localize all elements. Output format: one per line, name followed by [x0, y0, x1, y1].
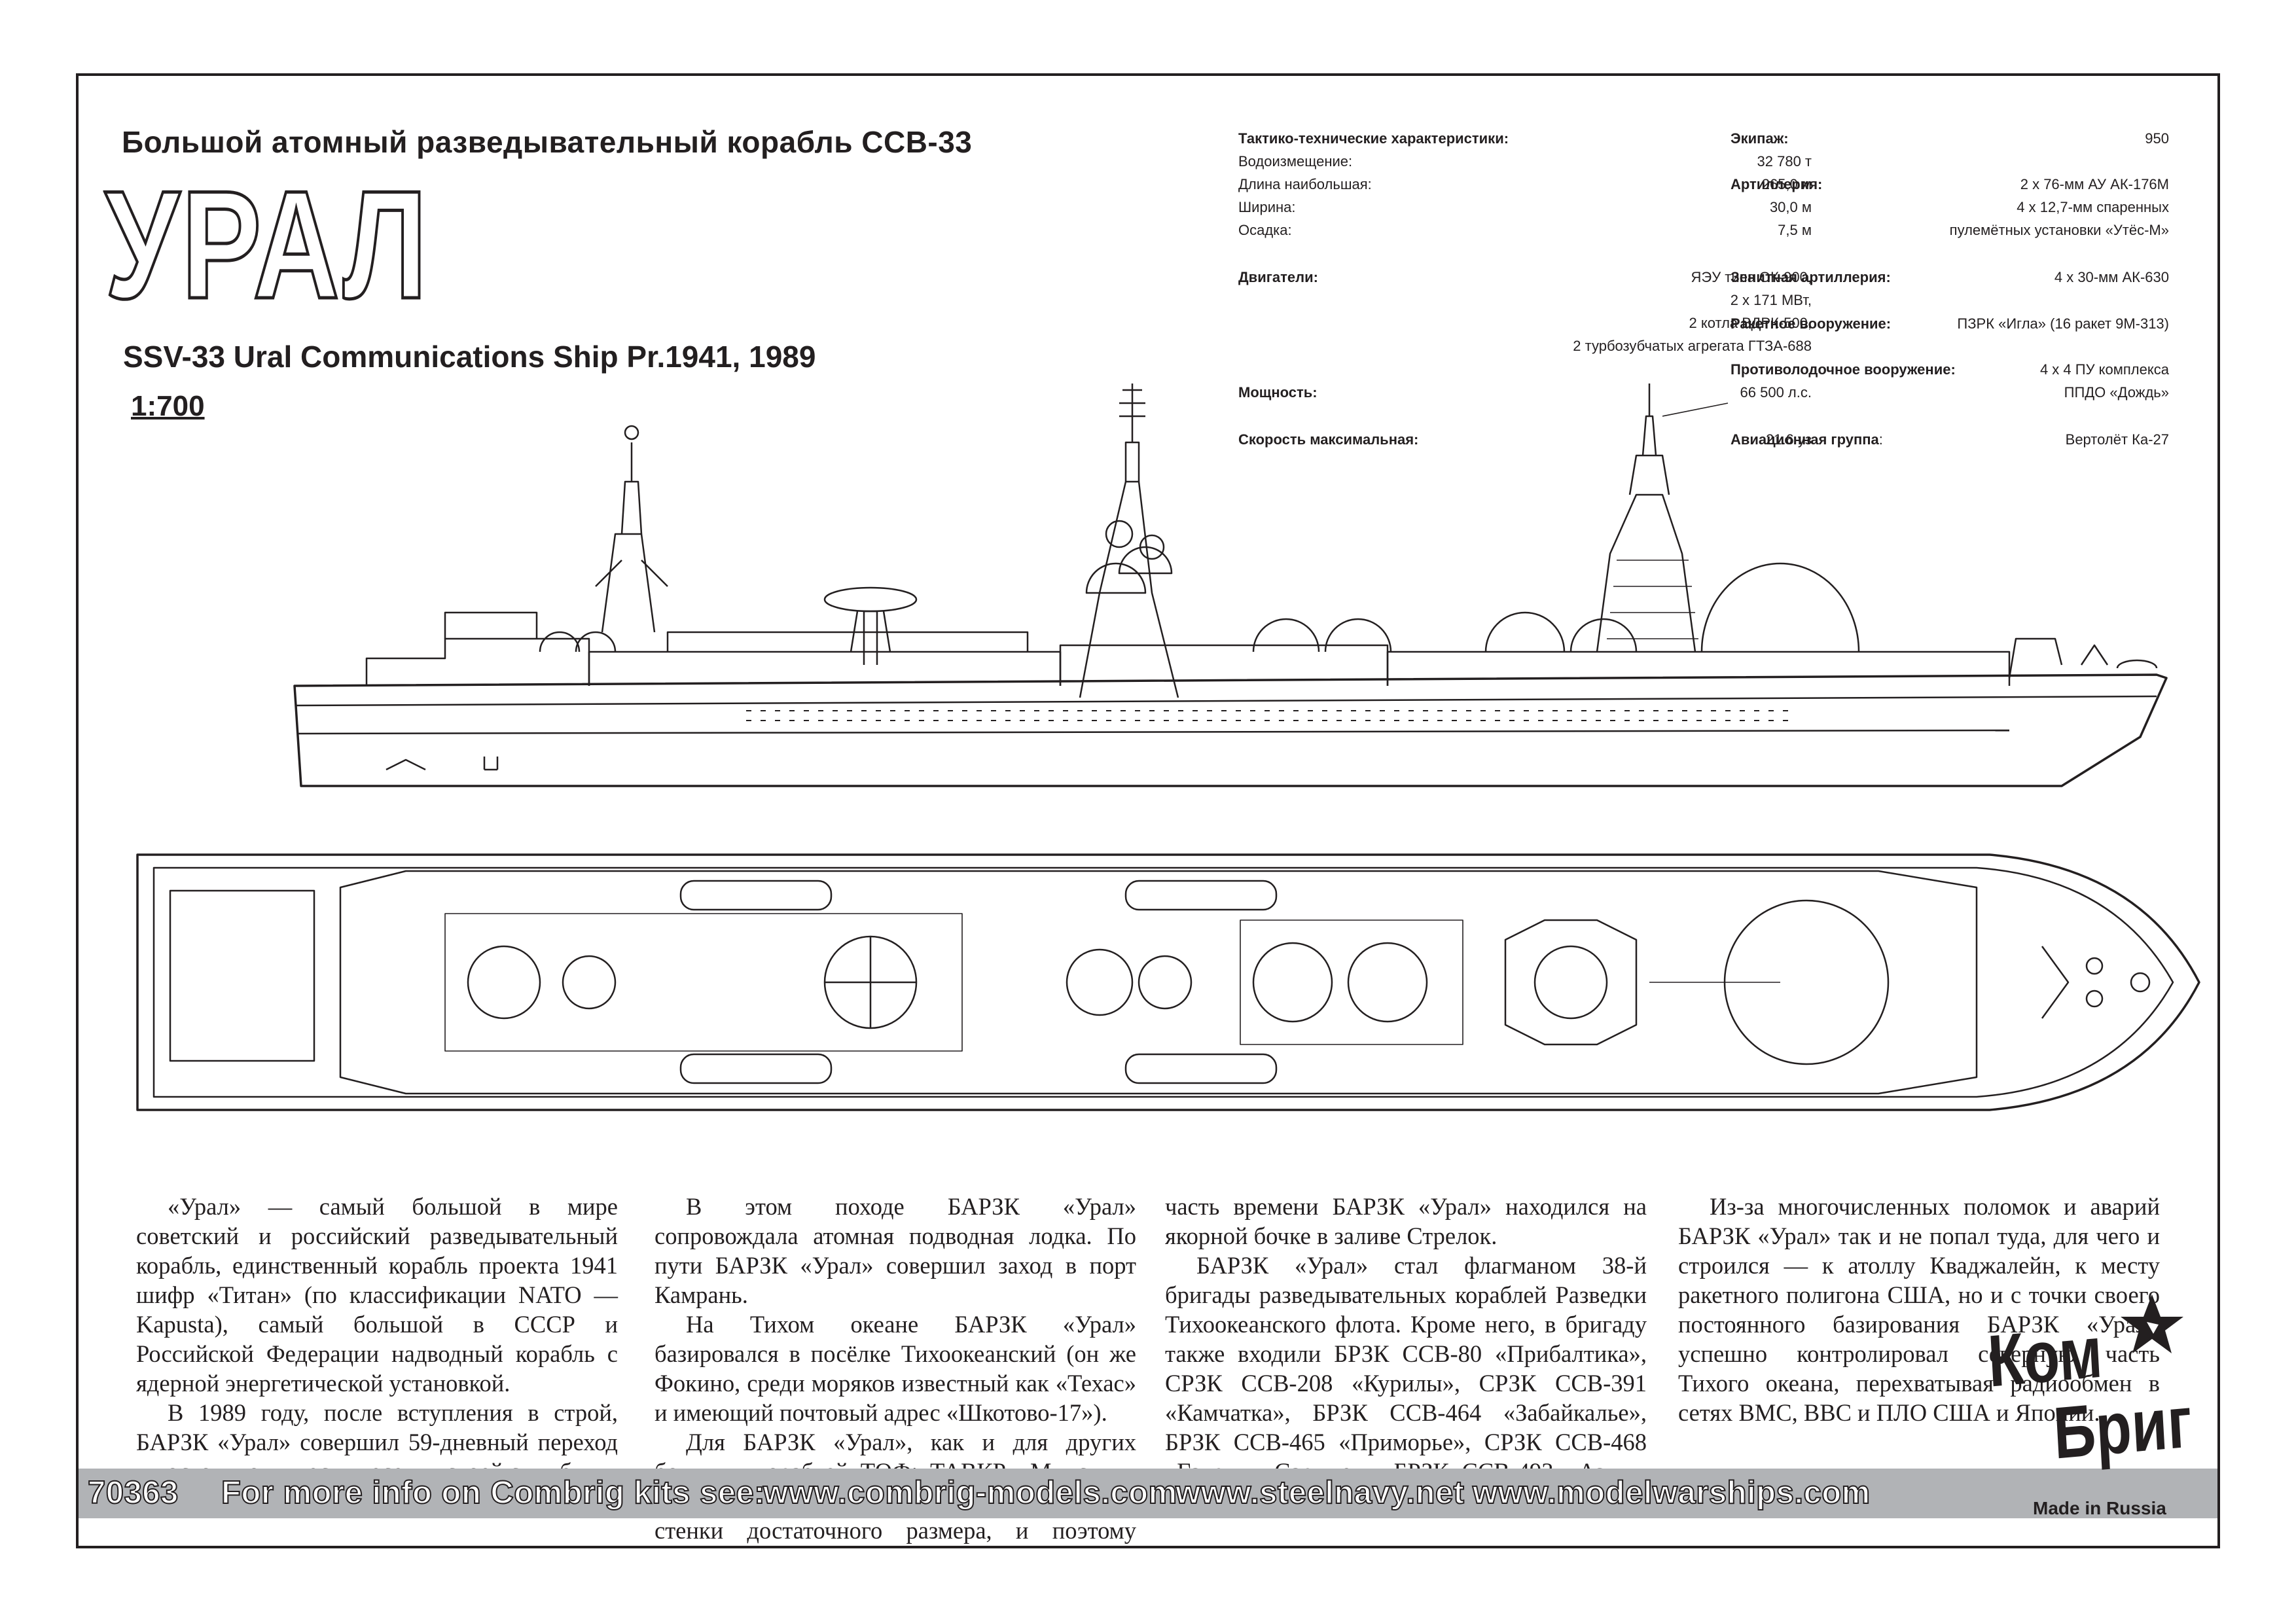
- spec-row-engines: Двигатели: ЯЭУ типа ОК-900, 2 х 171 МВт,…: [1238, 269, 1812, 354]
- spec-row-speed: Скорость максимальная: 21.6 уз: [1238, 431, 1812, 448]
- side-profile-view: [293, 383, 2168, 787]
- spec-row-beam: Ширина: 30,0 м: [1238, 199, 1812, 215]
- top-plan-view: [136, 853, 2200, 1111]
- subtitle-russian: Большой атомный разведывательный корабль…: [122, 125, 973, 159]
- combrig-logo: Ком Бриг: [1956, 1293, 2204, 1509]
- spec-row-displacement: Водоизмещение: 32 780 т: [1238, 153, 1812, 169]
- specs-heading: Тактико-технические характеристики:: [1238, 130, 1509, 147]
- made-in-russia: Made in Russia: [2033, 1498, 2166, 1518]
- spec-row-aviation: Авиационная группа: Вертолёт Ка-27: [1731, 431, 2169, 448]
- spec-row-power: Мощность: 66 500 л.с.: [1238, 384, 1812, 401]
- drawing-sheet: Большой атомный разведывательный корабль…: [76, 73, 2220, 1548]
- spec-row-artillery: Артиллерия: 2 х 76-мм АУ АК-176М 4 х 12,…: [1731, 176, 2169, 238]
- subtitle-english: SSV-33 Ural Communications Ship Pr.1941,…: [123, 340, 816, 374]
- logo-line-2: Бриг: [2051, 1380, 2195, 1474]
- website-link-modelwarships[interactable]: www.modelwarships.com: [1472, 1474, 1871, 1511]
- ship-name-title: УРАЛ: [103, 158, 429, 330]
- spec-row-draught: Осадка: 7,5 м: [1238, 222, 1812, 238]
- spec-row-missiles: Ракетное вооружение: ПЗРК «Игла» (16 рак…: [1731, 315, 2169, 332]
- spec-row-asw: Противолодочное вооружение: 4 х 4 ПУ ком…: [1731, 361, 2169, 401]
- website-link-steelnavy[interactable]: www.steelnavy.net: [1175, 1474, 1465, 1511]
- ship-drawings: [136, 383, 2200, 1111]
- more-info-label: For more info on Combrig kits see:: [221, 1474, 766, 1511]
- star-icon: [2121, 1294, 2183, 1353]
- kit-number: 70363: [87, 1474, 179, 1511]
- text-column-1: «Урал» — самый большой в мире советский …: [136, 1193, 618, 1514]
- spec-row-length: Длина наибольшая: 265,0 м: [1238, 176, 1812, 192]
- footer-band: [79, 1469, 2217, 1518]
- text-column-3: часть времени БАРЗК «Урал» находился на …: [1165, 1193, 1647, 1514]
- spec-row-aa-artillery: Зенитная артиллерия: 4 х 30-мм АК-630: [1731, 269, 2169, 285]
- spec-row-crew: Экипаж: 950: [1731, 130, 2169, 147]
- scale-label: 1:700: [131, 390, 205, 422]
- text-column-4: Из-за многочисленных поломок и аварий БА…: [1678, 1193, 2160, 1426]
- website-link-combrig[interactable]: www.combrig-models.com: [762, 1474, 1177, 1511]
